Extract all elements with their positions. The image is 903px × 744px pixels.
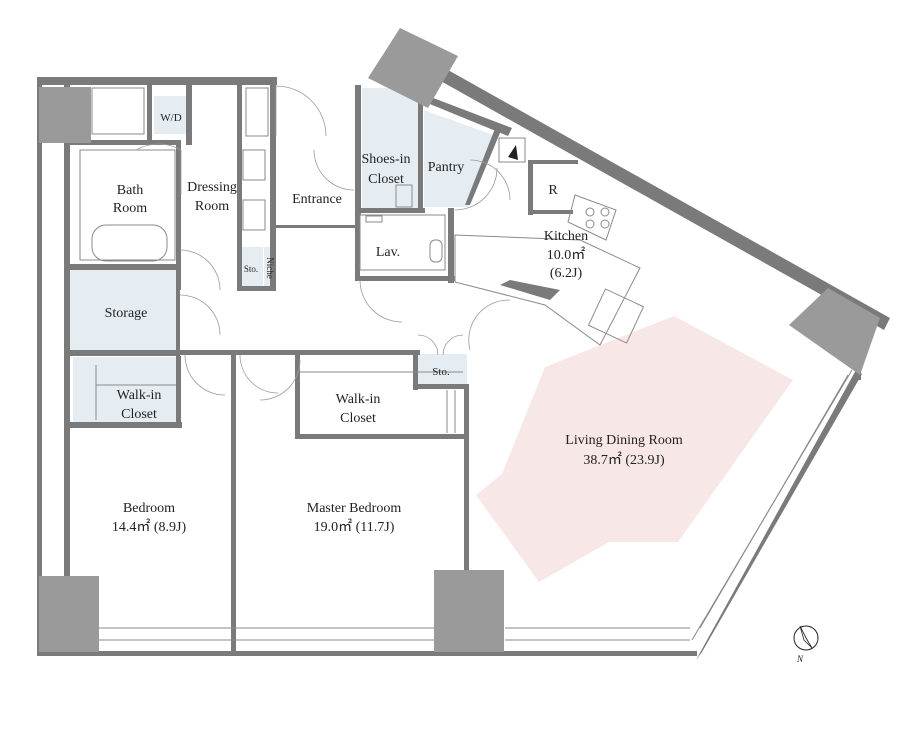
living-area-highlight (476, 316, 793, 582)
wd-label: W/D (160, 112, 181, 124)
walkin1-label-2: Closet (121, 407, 157, 422)
bath-label-1: Bath (117, 183, 143, 198)
bedroom-label: Bedroom (123, 501, 175, 516)
sto-center-label: Sto. (432, 366, 450, 378)
lav-label: Lav. (376, 245, 400, 260)
bedroom-area: 14.4㎡ (8.9J) (112, 519, 187, 535)
kitchen-jo: (6.2J) (550, 266, 583, 281)
master-label: Master Bedroom (307, 501, 402, 516)
dressing-label-1: Dressing (187, 180, 237, 195)
master-area: 19.0㎡ (11.7J) (314, 519, 395, 535)
walkin2-label-1: Walk-in (336, 392, 381, 407)
entry-arrow-icon (508, 145, 518, 160)
kitchen-label: Kitchen (544, 229, 588, 244)
kitchen-area: 10.0㎡ (547, 247, 586, 263)
living-label: Living Dining Room (565, 433, 683, 448)
north-compass-icon: N (793, 625, 819, 664)
walls (37, 70, 890, 660)
fixtures (79, 87, 853, 641)
walkin2-label-2: Closet (340, 411, 376, 426)
niche-label: Niche (265, 257, 275, 279)
doors (135, 85, 511, 401)
sto-small-label: Sto. (244, 264, 258, 274)
storage-label: Storage (105, 306, 148, 321)
entrance-label: Entrance (292, 192, 342, 207)
storage-fills (69, 88, 496, 422)
pantry-label: Pantry (428, 160, 465, 175)
living-area: 38.7㎡ (23.9J) (583, 452, 665, 468)
walkin1-label-1: Walk-in (117, 388, 162, 403)
shoes-label-2: Closet (368, 172, 404, 187)
bath-label-2: Room (113, 201, 147, 216)
refrigerator-label: R (548, 183, 558, 198)
dressing-label-2: Room (195, 199, 229, 214)
shoes-label-1: Shoes-in (362, 152, 411, 167)
compass-label: N (796, 654, 804, 664)
columns (39, 28, 880, 652)
